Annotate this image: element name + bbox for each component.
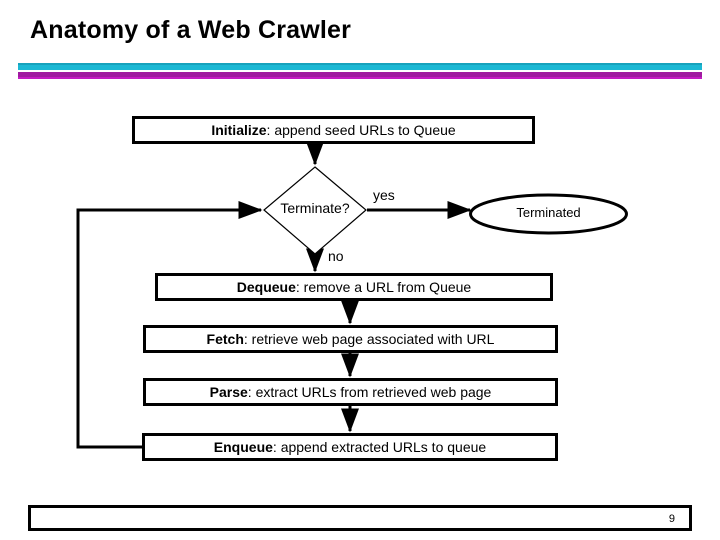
flow-node-initialize[interactable]: Initialize: append seed URLs to Queue — [132, 116, 535, 144]
flow-node-parse-text: Parse: extract URLs from retrieved web p… — [210, 385, 492, 399]
flow-node-dequeue[interactable]: Dequeue: remove a URL from Queue — [155, 273, 553, 301]
flow-node-enqueue[interactable]: Enqueue: append extracted URLs to queue — [142, 433, 558, 461]
flow-node-initialize-separator: : — [266, 122, 275, 138]
page-number: 9 — [668, 513, 675, 525]
edge-enqueue-to-terminate-loop — [76, 201, 263, 449]
footer-bar: 9 — [28, 505, 692, 531]
flow-node-fetch-description: retrieve web page associated with URL — [251, 331, 495, 347]
edge-label-no: no — [328, 248, 344, 264]
flow-node-dequeue-keyword: Dequeue — [236, 279, 296, 295]
flow-node-parse-description: extract URLs from retrieved web page — [255, 384, 492, 400]
divider-teal-bar — [18, 65, 702, 70]
flow-node-enqueue-description: append extracted URLs to queue — [280, 439, 487, 455]
ellipse-shape — [469, 193, 628, 235]
flow-node-dequeue-description: remove a URL from Queue — [303, 279, 472, 295]
flow-node-initialize-text: Initialize: append seed URLs to Queue — [211, 123, 455, 137]
flow-node-parse-separator: : — [247, 384, 256, 400]
flow-node-dequeue-separator: : — [295, 279, 304, 295]
flow-node-fetch-keyword: Fetch — [206, 331, 244, 347]
diamond-shape — [263, 166, 367, 255]
page-title: Anatomy of a Web Crawler — [30, 16, 352, 44]
flow-node-terminated-label[interactable]: Terminated — [516, 205, 581, 220]
divider-teal-thin-bar — [18, 63, 702, 65]
title-divider — [18, 63, 702, 79]
flow-node-enqueue-text: Enqueue: append extracted URLs to queue — [214, 440, 486, 454]
flow-node-dequeue-text: Dequeue: remove a URL from Queue — [237, 280, 471, 294]
divider-purple-bar — [18, 72, 702, 77]
flow-node-fetch-separator: : — [243, 331, 252, 347]
flow-node-initialize-keyword: Initialize — [211, 122, 267, 138]
flow-node-parse-keyword: Parse — [209, 384, 248, 400]
flow-node-enqueue-separator: : — [272, 439, 281, 455]
flow-node-parse[interactable]: Parse: extract URLs from retrieved web p… — [143, 378, 558, 406]
divider-gap — [18, 70, 702, 72]
edge-label-yes: yes — [373, 187, 395, 203]
flow-node-terminate-label[interactable]: Terminate? — [280, 200, 350, 216]
flow-node-enqueue-keyword: Enqueue — [213, 439, 273, 455]
flow-node-fetch[interactable]: Fetch: retrieve web page associated with… — [143, 325, 558, 353]
flow-node-fetch-text: Fetch: retrieve web page associated with… — [207, 332, 495, 346]
divider-purple-thin-bar — [18, 77, 702, 79]
flow-node-initialize-description: append seed URLs to Queue — [274, 122, 456, 138]
